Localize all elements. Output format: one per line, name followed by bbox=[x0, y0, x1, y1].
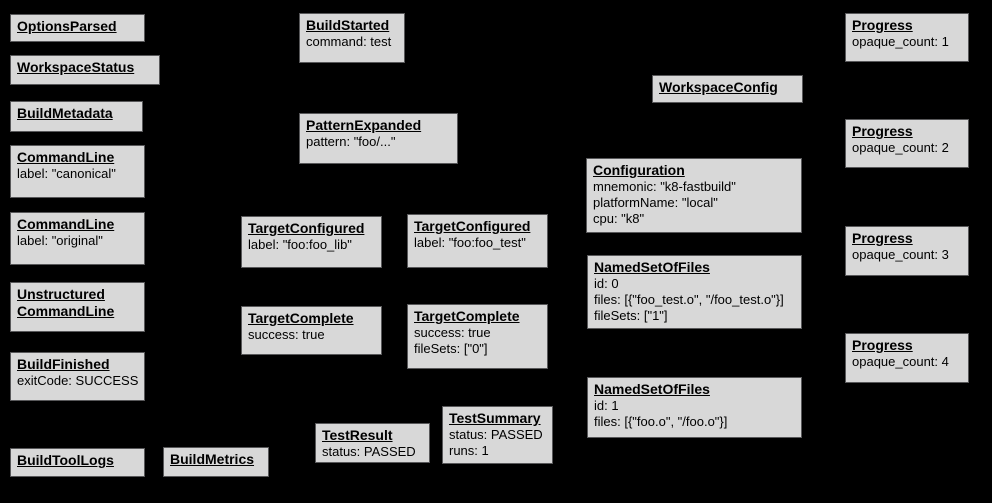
test-summary-field: runs: 1 bbox=[449, 443, 489, 458]
configuration-field: platformName: "local" bbox=[593, 195, 718, 210]
target-complete-foo-test-field: fileSets: ["0"] bbox=[414, 341, 488, 356]
pattern-expanded-title: PatternExpanded bbox=[306, 117, 422, 133]
workspace-config: WorkspaceConfig bbox=[652, 75, 803, 103]
progress-2-title: Progress bbox=[852, 123, 913, 139]
progress-1-title: Progress bbox=[852, 17, 913, 33]
options-parsed: OptionsParsed bbox=[10, 14, 145, 42]
unstructured-command-line-title: CommandLine bbox=[17, 303, 115, 319]
workspace-status-title: WorkspaceStatus bbox=[17, 59, 135, 75]
named-set-of-files-0-field: files: [{"foo_test.o", "/foo_test.o"}] bbox=[594, 292, 784, 307]
target-configured-foo-lib-field: label: "foo:foo_lib" bbox=[248, 237, 352, 252]
target-complete-foo-test-title: TargetComplete bbox=[414, 308, 520, 324]
build-tool-logs: BuildToolLogs bbox=[10, 448, 145, 477]
target-configured-foo-test-title: TargetConfigured bbox=[414, 218, 531, 234]
target-complete-foo-lib-field: success: true bbox=[248, 327, 325, 342]
build-finished-field: exitCode: SUCCESS bbox=[17, 373, 139, 388]
test-summary-field: status: PASSED bbox=[449, 427, 543, 442]
workspace-config-title: WorkspaceConfig bbox=[659, 79, 778, 95]
build-started-title: BuildStarted bbox=[306, 17, 390, 33]
progress-3-title: Progress bbox=[852, 230, 913, 246]
progress-1-field: opaque_count: 1 bbox=[852, 34, 949, 49]
named-set-of-files-1-field: id: 1 bbox=[594, 398, 619, 413]
pattern-expanded-field: pattern: "foo/..." bbox=[306, 134, 396, 149]
progress-4-title: Progress bbox=[852, 337, 913, 353]
build-finished-title: BuildFinished bbox=[17, 356, 110, 372]
options-parsed-title: OptionsParsed bbox=[17, 18, 117, 34]
build-tool-logs-title: BuildToolLogs bbox=[17, 452, 114, 468]
progress-4-field: opaque_count: 4 bbox=[852, 354, 949, 369]
command-line-original-title: CommandLine bbox=[17, 216, 115, 232]
command-line-canonical-field: label: "canonical" bbox=[17, 166, 116, 181]
target-complete-foo-test-field: success: true bbox=[414, 325, 491, 340]
build-started-field: command: test bbox=[306, 34, 392, 49]
command-line-canonical-title: CommandLine bbox=[17, 149, 115, 165]
build-metadata-title: BuildMetadata bbox=[17, 105, 113, 121]
progress-2-field: opaque_count: 2 bbox=[852, 140, 949, 155]
test-result-title: TestResult bbox=[322, 427, 393, 443]
progress-3-field: opaque_count: 3 bbox=[852, 247, 949, 262]
test-result-field: status: PASSED bbox=[322, 444, 416, 459]
workspace-status: WorkspaceStatus bbox=[10, 55, 160, 85]
configuration-title: Configuration bbox=[593, 162, 685, 178]
named-set-of-files-0-title: NamedSetOfFiles bbox=[594, 259, 710, 275]
build-metadata: BuildMetadata bbox=[10, 101, 143, 132]
named-set-of-files-0-field: id: 0 bbox=[594, 276, 619, 291]
target-configured-foo-lib-title: TargetConfigured bbox=[248, 220, 365, 236]
unstructured-command-line-title: Unstructured bbox=[17, 286, 105, 302]
build-metrics-title: BuildMetrics bbox=[170, 451, 255, 467]
named-set-of-files-1-title: NamedSetOfFiles bbox=[594, 381, 710, 397]
test-summary-title: TestSummary bbox=[449, 410, 541, 426]
named-set-of-files-0-field: fileSets: ["1"] bbox=[594, 308, 668, 323]
build-metrics: BuildMetrics bbox=[163, 447, 269, 477]
configuration-field: mnemonic: "k8-fastbuild" bbox=[593, 179, 736, 194]
configuration-field: cpu: "k8" bbox=[593, 211, 645, 226]
target-configured-foo-test-field: label: "foo:foo_test" bbox=[414, 235, 526, 250]
named-set-of-files-1-field: files: [{"foo.o", "/foo.o"}] bbox=[594, 414, 728, 429]
target-complete-foo-lib-title: TargetComplete bbox=[248, 310, 354, 326]
command-line-original-field: label: "original" bbox=[17, 233, 103, 248]
